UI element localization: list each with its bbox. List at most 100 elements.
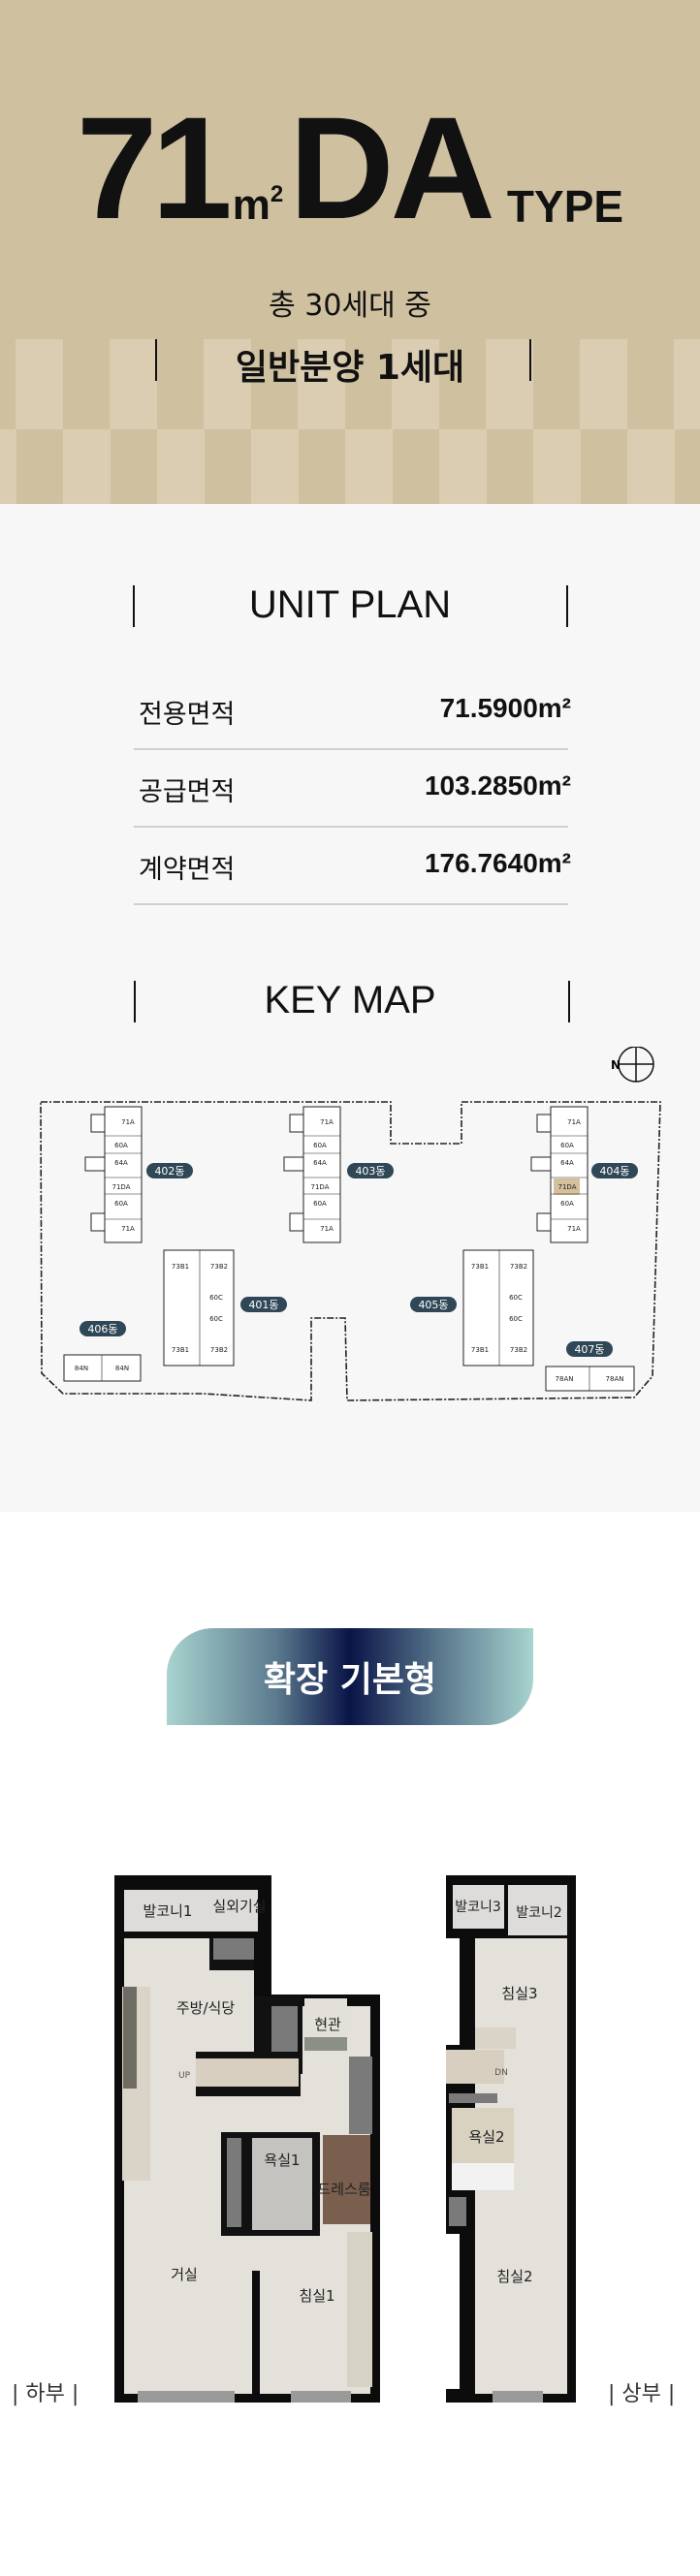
unit-label: 60C bbox=[209, 1294, 223, 1302]
unit-label: 78AN bbox=[606, 1375, 624, 1383]
checker-square bbox=[486, 339, 533, 429]
core-outline bbox=[536, 1114, 552, 1133]
area-label: 계약면적 bbox=[139, 855, 236, 885]
building-outline bbox=[63, 1354, 142, 1382]
building-badge-label: 401동 bbox=[248, 1299, 278, 1311]
unit-label: 73B2 bbox=[210, 1263, 228, 1271]
size-unit-sup: 2 bbox=[270, 181, 284, 207]
unit-label: 78AN bbox=[556, 1375, 574, 1383]
unit-label: 73B2 bbox=[510, 1346, 527, 1354]
room-label: 침실2 bbox=[496, 2268, 532, 2285]
core-outline bbox=[84, 1156, 106, 1172]
divider bbox=[529, 339, 531, 381]
floor-plan: 발코니1 실외기실 주방/식당 현관 UP 욕실1 드레스룸 거실 침실1 발코… bbox=[114, 1875, 576, 2403]
row-divider bbox=[134, 748, 568, 750]
checker-square bbox=[532, 429, 581, 504]
building-badge-label: 402동 bbox=[154, 1165, 184, 1178]
unit-label: 73B1 bbox=[172, 1346, 189, 1354]
room-label: 현관 bbox=[314, 2016, 341, 2033]
divider bbox=[134, 981, 136, 1022]
checker-square bbox=[156, 429, 205, 504]
divider bbox=[155, 339, 157, 381]
unit-label: 71A bbox=[567, 1118, 581, 1126]
unit-label: 73B1 bbox=[172, 1263, 189, 1271]
area-label: 공급면적 bbox=[139, 777, 236, 807]
general-sale-count: 일반분양 1세대 bbox=[235, 348, 465, 388]
unit-label: 60C bbox=[509, 1294, 523, 1302]
unit-label: 71DA bbox=[112, 1183, 131, 1191]
building-badge bbox=[80, 1321, 126, 1336]
size-unit-base: m bbox=[232, 181, 270, 229]
unit-label: 60C bbox=[509, 1315, 523, 1323]
building-outline bbox=[462, 1249, 534, 1367]
area-value: 103.2850m² bbox=[424, 770, 571, 801]
room-label: 발코니2 bbox=[516, 1905, 562, 1921]
unit-label: 60A bbox=[560, 1142, 574, 1149]
checker-square bbox=[392, 339, 439, 429]
checker-square bbox=[298, 339, 345, 429]
core-outline bbox=[283, 1156, 304, 1172]
building-badge bbox=[591, 1163, 638, 1178]
checker-square bbox=[62, 429, 111, 504]
checker-square bbox=[674, 339, 700, 429]
room-label: 거실 bbox=[171, 2266, 198, 2283]
type-word: TYPE bbox=[506, 181, 624, 232]
unit-label: 64A bbox=[313, 1159, 327, 1167]
room-label: 침실1 bbox=[299, 2287, 334, 2305]
unit-label: 60A bbox=[313, 1200, 327, 1208]
type-title: 71 m2 DA TYPE bbox=[0, 95, 700, 240]
divider bbox=[133, 585, 135, 627]
unit-label: 73B2 bbox=[510, 1263, 527, 1271]
divider bbox=[568, 981, 570, 1022]
unit-label: 73B1 bbox=[471, 1263, 489, 1271]
unit-label: 64A bbox=[114, 1159, 128, 1167]
building-badge bbox=[240, 1297, 287, 1312]
compass-north-label: N bbox=[611, 1058, 620, 1072]
type-code: DA bbox=[289, 86, 495, 249]
unit-label: 73B2 bbox=[210, 1346, 228, 1354]
checker-square bbox=[626, 429, 675, 504]
unit-label: 60A bbox=[114, 1142, 128, 1149]
building-outline bbox=[550, 1106, 589, 1243]
room-label: 드레스룸 bbox=[317, 2181, 370, 2198]
unit-label: 64A bbox=[560, 1159, 574, 1167]
unit-label: 71A bbox=[320, 1225, 334, 1233]
buildings: 71A 60A 64A 71DA 60A 71A 402동 71A 60A 64A 71DA 60A 7… bbox=[63, 1106, 638, 1392]
core-outline bbox=[530, 1156, 552, 1172]
area-value: 176.7640m² bbox=[424, 848, 571, 878]
building-badge bbox=[410, 1297, 457, 1312]
checker-square bbox=[110, 339, 157, 429]
unit-label: 71DA bbox=[311, 1183, 330, 1191]
unit-label: 60A bbox=[560, 1200, 574, 1208]
key-map-title: KEY MAP bbox=[264, 979, 436, 1021]
unit-label: 60A bbox=[313, 1142, 327, 1149]
core-outline bbox=[90, 1114, 106, 1133]
unit-label: 71A bbox=[121, 1225, 135, 1233]
building-badge-label: 404동 bbox=[599, 1165, 629, 1178]
upper-floor-label: | 상부 | bbox=[608, 2382, 676, 2406]
unit-label: 60A bbox=[114, 1200, 128, 1208]
row-divider bbox=[134, 826, 568, 828]
checker-square bbox=[438, 429, 487, 504]
building-outline bbox=[104, 1106, 143, 1243]
lower-floor-label: | 하부 | bbox=[12, 2382, 80, 2406]
room-label: 욕실2 bbox=[468, 2128, 504, 2146]
plan-type-badge: 확장 기본형 bbox=[167, 1628, 533, 1725]
stair-label: UP bbox=[178, 2071, 191, 2081]
checker-square bbox=[580, 339, 627, 429]
room-label: 주방/식당 bbox=[176, 1999, 235, 2017]
compass-icon: N bbox=[611, 1047, 654, 1083]
lower-floor-plan: 발코니1 실외기실 주방/식당 현관 UP 욕실1 드레스룸 거실 침실1 bbox=[114, 1875, 380, 2403]
core-outline bbox=[90, 1212, 106, 1232]
checker-square bbox=[16, 339, 63, 429]
building-badge-label: 407동 bbox=[574, 1343, 604, 1356]
unit-label: 60C bbox=[209, 1315, 223, 1323]
key-map: N 71A 60A 64A 71DA 60A 71A 402동 71A 60A 64A 71DA 60… bbox=[40, 1047, 661, 1401]
highlighted-unit bbox=[554, 1178, 580, 1195]
unit-label: 71A bbox=[121, 1118, 135, 1126]
room-label: 발코니1 bbox=[143, 1902, 193, 1920]
unit-label: 84N bbox=[75, 1365, 88, 1372]
unit-plan-title: UNIT PLAN bbox=[248, 583, 452, 626]
unit-label: 73B1 bbox=[471, 1346, 489, 1354]
unit-label: 71A bbox=[567, 1225, 581, 1233]
